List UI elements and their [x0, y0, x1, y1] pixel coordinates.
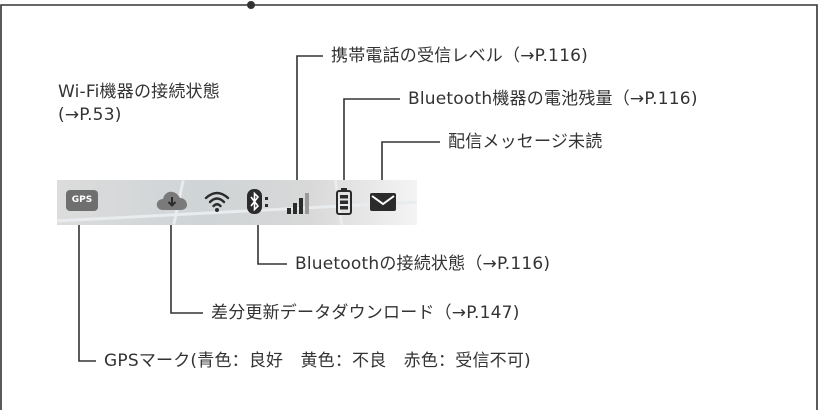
frame-border	[0, 4, 818, 410]
leader-cell-signal	[296, 55, 323, 198]
label-bt-status: Bluetoothの接続状態（→P.116)	[295, 254, 551, 274]
label-cell-signal: 携帯電話の受信レベル（→P.116)	[331, 46, 588, 66]
leader-bt-status	[257, 222, 287, 265]
signal-bars-icon	[287, 193, 309, 214]
gps-badge-icon: GPS	[66, 190, 98, 211]
label-bt-battery: Bluetooth機器の電池残量（→P.116)	[408, 89, 698, 109]
mail-icon	[370, 193, 396, 211]
leader-bt-battery	[343, 98, 400, 190]
label-diff-update: 差分更新データダウンロード（→P.147)	[211, 303, 520, 323]
status-bar: GPS	[57, 180, 417, 225]
map-road	[57, 200, 417, 223]
battery-icon	[336, 188, 352, 215]
label-wifi-status: Wi-Fi機器の接続状態	[58, 82, 220, 102]
leader-gps	[78, 222, 96, 362]
label-gps-mark: GPSマーク(青色：良好 黄色：不良 赤色：受信不可)	[104, 351, 531, 371]
wifi-icon	[204, 191, 230, 212]
leader-message	[381, 141, 440, 192]
cloud-download-icon	[156, 191, 187, 210]
label-message-unread: 配信メッセージ未読	[448, 132, 603, 152]
frame-marker-dot	[247, 1, 255, 9]
label-wifi-ref: (→P.53)	[58, 105, 122, 125]
leader-diff-update	[170, 222, 203, 314]
bluetooth-icon	[247, 189, 268, 214]
